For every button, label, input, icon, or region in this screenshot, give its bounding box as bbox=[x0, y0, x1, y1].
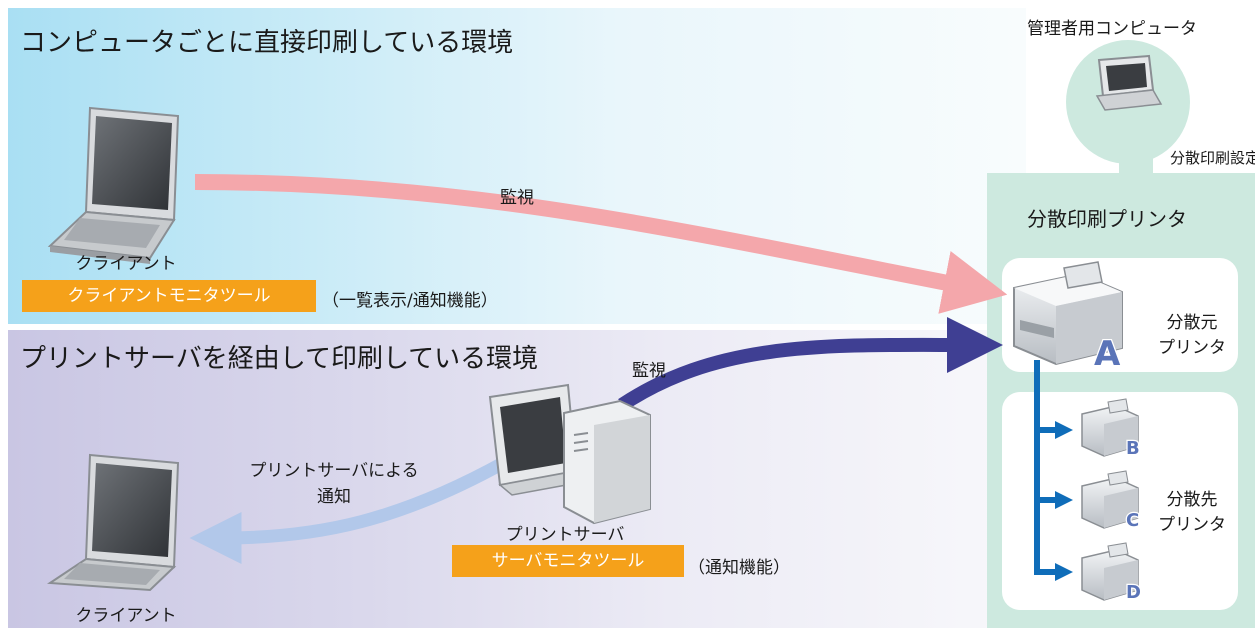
printer-letter-d: D bbox=[1126, 582, 1141, 603]
direct-print-title: コンピュータごとに直接印刷している環境 bbox=[20, 28, 514, 58]
monitor-arrow-top bbox=[194, 174, 1008, 314]
client-monitor-tool-badge: クライアントモニタツール bbox=[22, 280, 316, 312]
printer-b-icon bbox=[1081, 398, 1139, 457]
printer-letter-a: A bbox=[1094, 334, 1121, 374]
notify-arrow bbox=[189, 456, 509, 564]
printer-letter-c: C bbox=[1126, 510, 1139, 531]
source-printer-label-2: プリンタ bbox=[1158, 338, 1226, 358]
client-laptop-icon-2 bbox=[47, 453, 180, 592]
client-label-top: クライアント bbox=[75, 254, 177, 274]
admin-computer-label: 管理者用コンピュータ bbox=[1027, 19, 1197, 39]
print-server-label: プリントサーバ bbox=[505, 525, 625, 545]
monitor-label-bottom: 監視 bbox=[632, 361, 666, 381]
monitor-label-top: 監視 bbox=[500, 188, 534, 208]
print-server-title: プリントサーバを経由して印刷している環境 bbox=[20, 344, 539, 374]
dest-printer-label-1: 分散先 bbox=[1166, 490, 1218, 510]
server-tool-note: （通知機能） bbox=[688, 558, 790, 578]
printer-c-icon bbox=[1081, 470, 1139, 529]
distributed-setting-label: 分散印刷設定 bbox=[1170, 149, 1255, 167]
dest-printer-label-2: プリンタ bbox=[1158, 515, 1226, 535]
printer-d-icon bbox=[1081, 542, 1139, 601]
monitor-arrow-bottom bbox=[618, 316, 1003, 411]
client-tool-note: （一覧表示/通知機能） bbox=[322, 291, 498, 311]
client-laptop-icon bbox=[47, 106, 180, 264]
distributed-printer-title: 分散印刷プリンタ bbox=[1027, 207, 1187, 231]
distribution-flow bbox=[1034, 360, 1073, 581]
printer-a-icon bbox=[1013, 261, 1123, 366]
server-monitor-tool-badge: サーバモニタツール bbox=[452, 545, 684, 577]
admin-computer-icon bbox=[1095, 54, 1163, 111]
source-printer-label-1: 分散元 bbox=[1166, 313, 1218, 333]
print-server-icon bbox=[488, 383, 651, 525]
printer-letter-b: B bbox=[1126, 438, 1140, 459]
notify-label-line1: プリントサーバによる bbox=[249, 461, 419, 481]
client-label-bottom: クライアント bbox=[75, 606, 177, 626]
notify-label-line2: 通知 bbox=[317, 487, 351, 507]
